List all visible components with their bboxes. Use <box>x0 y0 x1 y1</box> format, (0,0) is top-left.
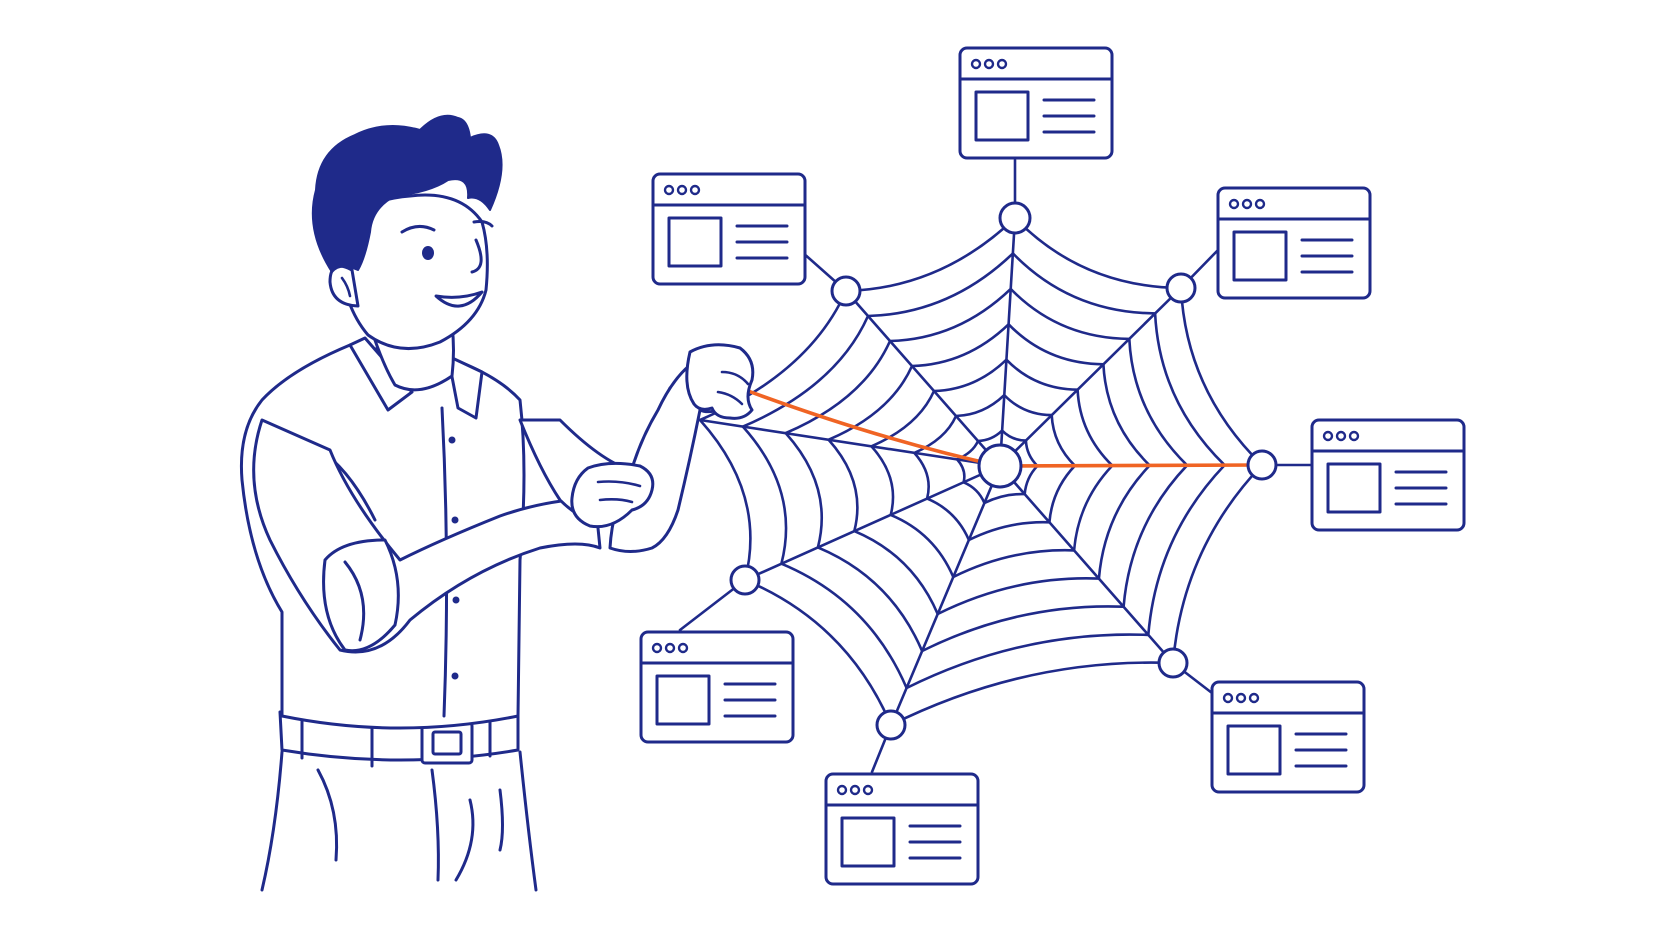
lower-hand <box>570 461 655 529</box>
hair <box>311 114 503 273</box>
web-nodes <box>729 201 1278 741</box>
web-spoke <box>998 216 1017 468</box>
web-node-top-right <box>1165 272 1197 304</box>
hands <box>570 343 755 529</box>
web-spoke <box>698 418 1002 468</box>
browser-window-top <box>958 46 1114 160</box>
web-node-bottom-left <box>729 564 761 596</box>
web-spoke <box>998 464 1175 665</box>
web-ring <box>741 252 1226 690</box>
web-ring <box>913 393 1077 542</box>
web-spoke <box>998 286 1183 468</box>
web-rings <box>698 216 1264 727</box>
spider-web <box>698 216 1264 727</box>
web-ring <box>698 216 1264 727</box>
browser-window-right <box>1310 418 1466 532</box>
web-node-top-left <box>830 275 862 307</box>
web-node-bottom-right <box>1157 647 1189 679</box>
web-ring <box>870 358 1114 579</box>
browser-window-top-right <box>1216 186 1372 300</box>
person <box>239 114 755 892</box>
head <box>311 114 503 351</box>
web-node-bottom <box>875 709 907 741</box>
browser-window-top-left <box>651 172 807 286</box>
belt-buckle <box>420 721 474 765</box>
web-spoke <box>889 464 1002 727</box>
trousers <box>260 750 538 892</box>
web-ring <box>784 287 1189 653</box>
left-arm <box>252 418 602 654</box>
web-center-node <box>977 443 1023 489</box>
browser-window-bottom-right <box>1210 680 1366 794</box>
web-spoke <box>844 289 1002 468</box>
upper-hand <box>685 343 755 420</box>
web-spoke <box>743 464 1002 582</box>
web-node-right <box>1246 449 1278 481</box>
web-node-top <box>998 201 1032 235</box>
browser-window-bottom-left <box>639 630 795 744</box>
browser-window-bottom <box>824 772 980 886</box>
